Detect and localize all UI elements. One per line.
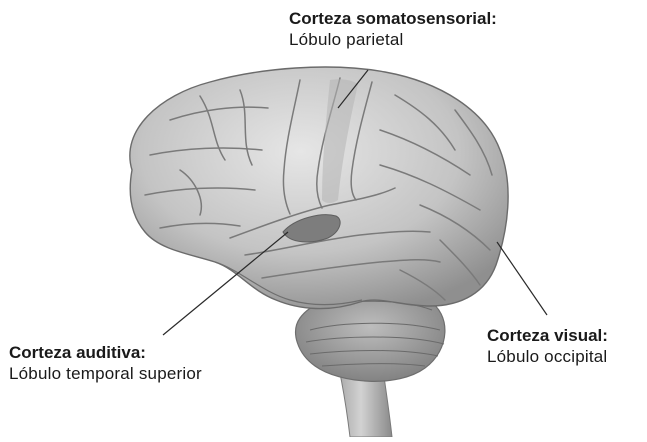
label-visual-title: Corteza visual:	[487, 326, 608, 347]
label-somatosensory-cortex: Corteza somatosensorial: Lóbulo parietal	[289, 9, 497, 50]
label-visual-cortex: Corteza visual: Lóbulo occipital	[487, 326, 608, 367]
label-somatosensory-title: Corteza somatosensorial:	[289, 9, 497, 30]
label-auditory-subtitle: Lóbulo temporal superior	[9, 364, 202, 385]
leader-line-visual	[497, 242, 547, 315]
cerebral-cortex	[130, 67, 508, 309]
label-auditory-cortex: Corteza auditiva: Lóbulo temporal superi…	[9, 343, 202, 384]
label-auditory-title: Corteza auditiva:	[9, 343, 202, 364]
label-somatosensory-subtitle: Lóbulo parietal	[289, 30, 497, 51]
label-visual-subtitle: Lóbulo occipital	[487, 347, 608, 368]
